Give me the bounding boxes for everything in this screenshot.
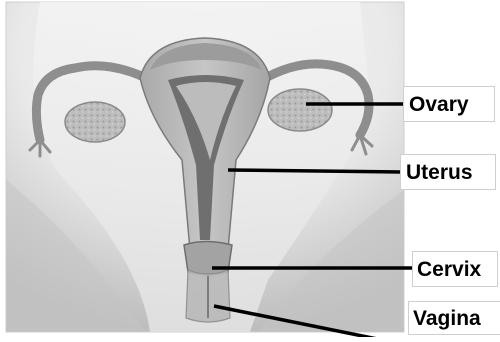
leader-line-uterus (228, 170, 402, 172)
ovary-left (65, 102, 125, 142)
label-cervix-text: Cervix (417, 259, 481, 280)
label-cervix: Cervix (412, 251, 498, 287)
label-vagina: Vagina (408, 301, 500, 335)
cervix-shape (184, 242, 232, 276)
label-vagina-text: Vagina (413, 308, 481, 329)
ovary-right (268, 89, 332, 131)
label-ovary: Ovary (403, 86, 495, 122)
label-ovary-text: Ovary (409, 94, 469, 115)
label-uterus-text: Uterus (406, 162, 473, 183)
label-uterus: Uterus (400, 154, 496, 190)
